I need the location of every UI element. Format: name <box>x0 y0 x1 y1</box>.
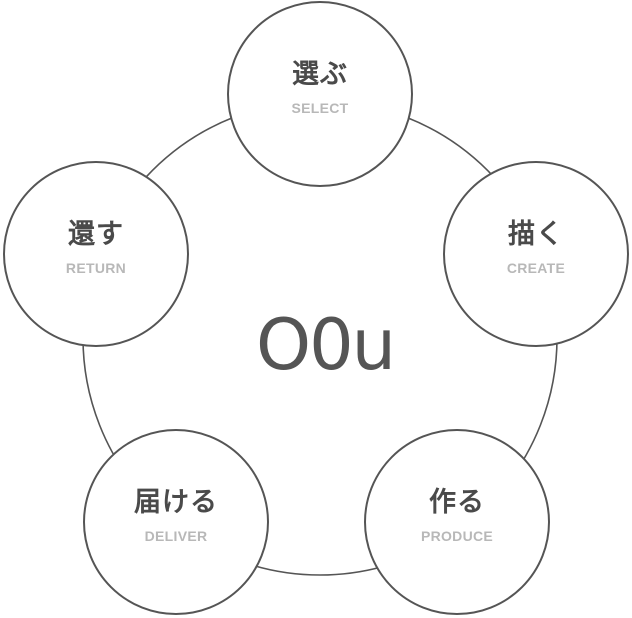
node-label-jp: 描く <box>508 218 564 250</box>
node-label-jp: 選ぶ <box>292 58 348 90</box>
node-return: 還す RETURN <box>3 161 189 347</box>
node-circle-produce <box>364 429 550 615</box>
node-label-en: DELIVER <box>144 527 208 544</box>
node-circle-select <box>227 1 413 187</box>
node-circle-create <box>443 161 629 347</box>
center-logo: O0u <box>256 304 396 386</box>
node-label-en: PRODUCE <box>420 527 494 544</box>
node-label-en: RETURN <box>65 259 127 276</box>
node-label-jp: 還す <box>68 218 124 250</box>
node-circle-return <box>3 161 189 347</box>
node-label-jp: 作る <box>429 486 485 518</box>
node-circle-deliver <box>83 429 269 615</box>
node-label-en: CREATE <box>506 259 566 276</box>
node-select: 選ぶ SELECT <box>227 1 413 187</box>
node-label-en: SELECT <box>291 99 349 116</box>
node-produce: 作る PRODUCE <box>364 429 550 615</box>
node-create: 描く CREATE <box>443 161 629 347</box>
node-label-jp: 届ける <box>134 486 218 518</box>
node-deliver: 届ける DELIVER <box>83 429 269 615</box>
